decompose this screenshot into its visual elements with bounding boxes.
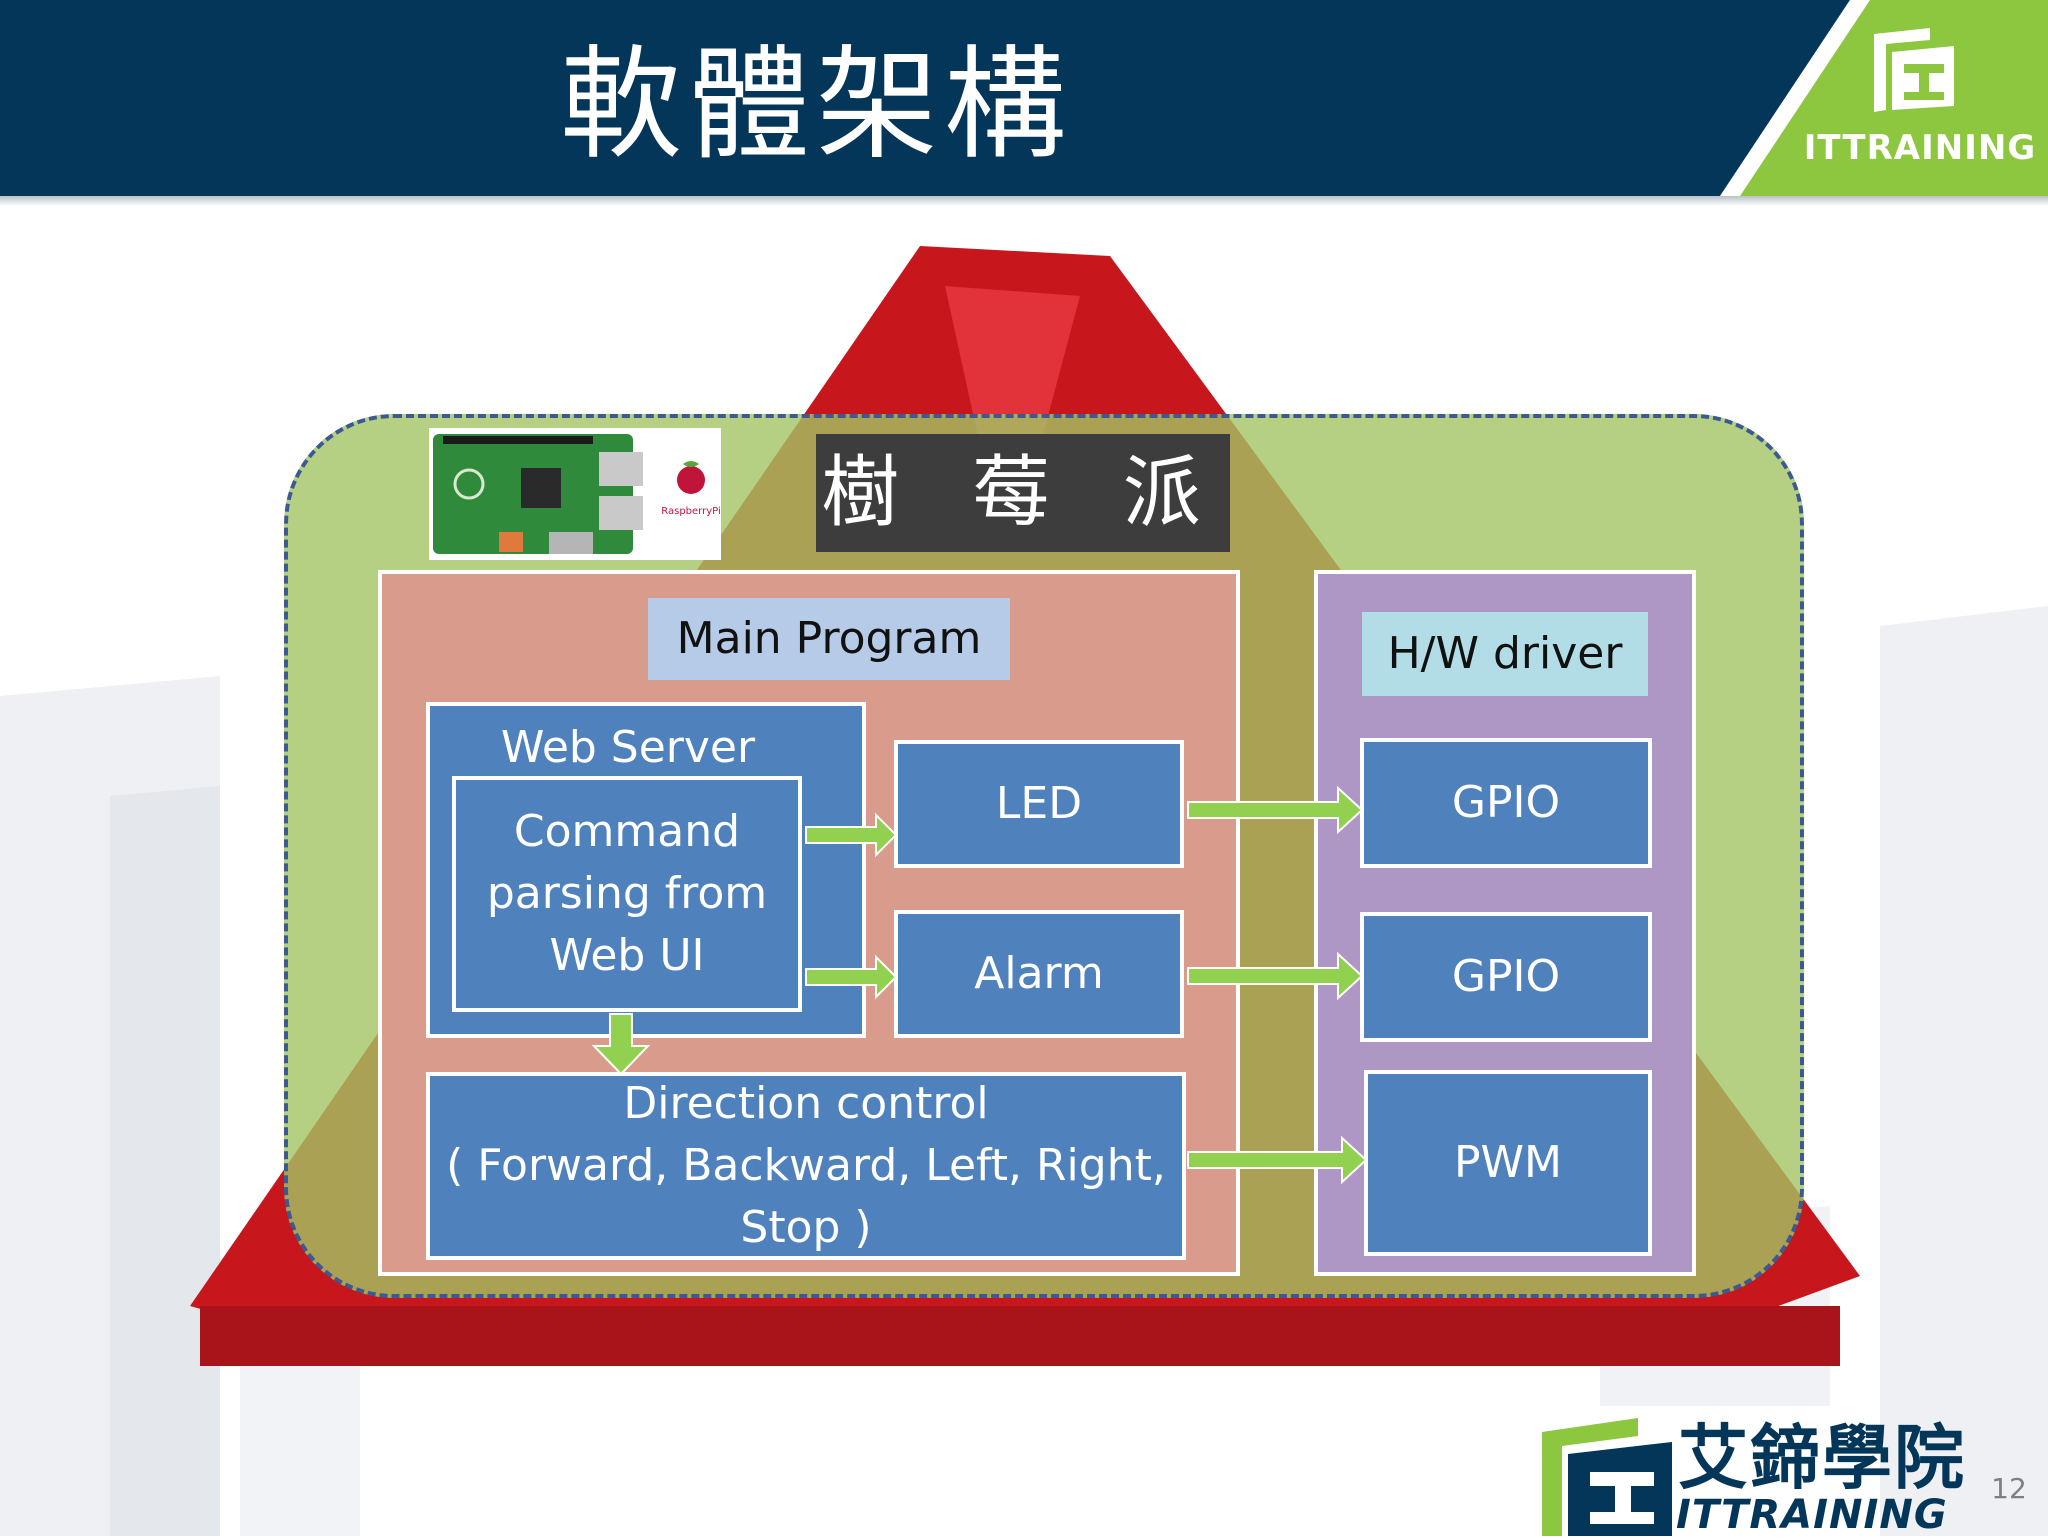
- raspberry-pi-label: 樹 莓 派: [816, 434, 1230, 552]
- brand-logo-text: ITTRAINING: [1803, 128, 2037, 168]
- led-box: LED: [894, 740, 1184, 868]
- slide-title: 軟體架構: [560, 34, 1072, 176]
- alarm-box: Alarm: [894, 910, 1184, 1038]
- pwm-box: PWM: [1364, 1070, 1652, 1256]
- raspberry-pi-board-image: RaspberryPi: [429, 428, 721, 560]
- footer-logo-chinese: 艾鍗學院: [1678, 1416, 1966, 1499]
- header-bar: [0, 0, 2048, 196]
- page-number: 12: [1991, 1472, 2027, 1505]
- footer-logo-icon: [1542, 1418, 1672, 1536]
- hw-driver-title: H/W driver: [1362, 612, 1648, 696]
- web-server-label: Web Server: [500, 722, 756, 773]
- command-parsing-box: Command parsing from Web UI: [452, 776, 802, 1012]
- brand-logo-icon: [1874, 28, 1954, 112]
- footer-logo-english: ITTRAINING: [1676, 1492, 1948, 1538]
- gpio-box-1: GPIO: [1360, 738, 1652, 868]
- gpio-box-2: GPIO: [1360, 912, 1652, 1042]
- direction-control-box: Direction control ( Forward, Backward, L…: [426, 1072, 1186, 1260]
- main-program-title: Main Program: [648, 598, 1010, 680]
- svg-text:RaspberryPi: RaspberryPi: [661, 506, 720, 517]
- header-shadow: [0, 196, 2048, 206]
